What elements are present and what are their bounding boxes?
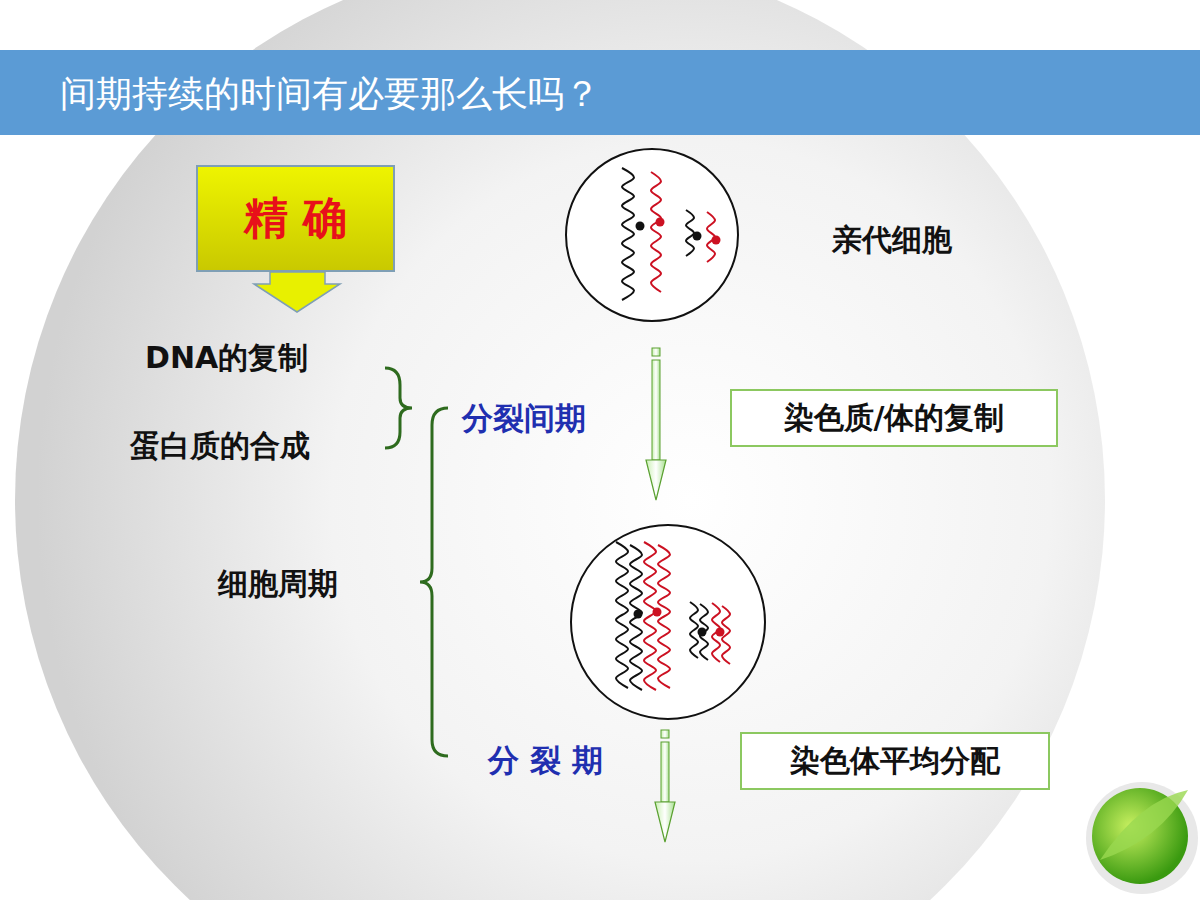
brace: [385, 368, 412, 448]
process-box: 染色体平均分配: [740, 732, 1050, 790]
brace: [420, 408, 448, 756]
corner-ornament: [1086, 782, 1198, 894]
slide-title: 间期持续的时间有必要那么长吗？: [60, 72, 600, 115]
process-arrow: [646, 348, 666, 500]
dividing-cell: [571, 525, 765, 719]
cell-label: 亲代细胞: [832, 222, 952, 258]
title-bar: [0, 50, 1200, 135]
process-label: 蛋白质的合成: [130, 428, 310, 464]
phase-label: 分裂间期: [462, 400, 586, 437]
node-label: 染色质/体的复制: [784, 400, 1005, 436]
node-label: 精 确: [244, 192, 347, 245]
process-arrow: [655, 730, 675, 842]
chromosomes: [616, 168, 730, 690]
keyword-box: 精 确: [196, 165, 395, 272]
phase-label: 分 裂 期: [488, 742, 603, 779]
process-label: DNA的复制: [145, 340, 308, 376]
down-pointer: [254, 272, 340, 312]
node-label: 染色体平均分配: [790, 743, 1000, 779]
parent-cell: [566, 149, 738, 321]
process-box: 染色质/体的复制: [730, 389, 1058, 447]
cycle-label: 细胞周期: [218, 566, 338, 602]
